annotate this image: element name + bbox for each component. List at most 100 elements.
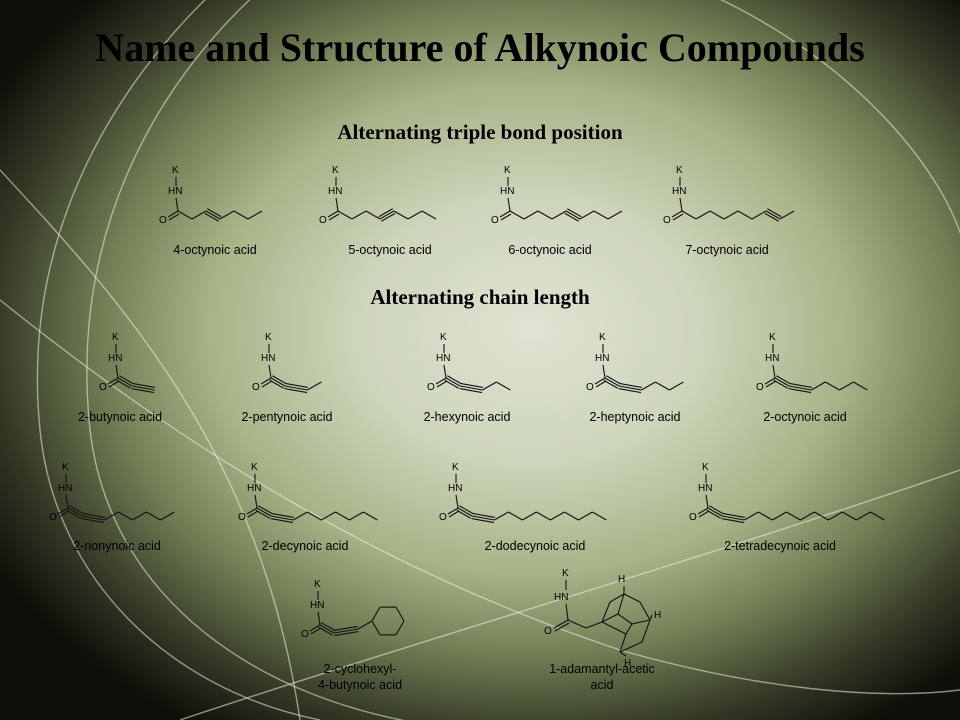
bond <box>564 511 579 521</box>
bond <box>593 210 609 220</box>
atom-k: K <box>599 332 606 343</box>
bond <box>774 377 790 387</box>
bond <box>779 210 795 220</box>
bond <box>800 511 815 521</box>
bond <box>191 210 207 220</box>
bond <box>270 515 294 521</box>
compound-label: 2-hexynoic acid <box>423 410 511 424</box>
atom-o: O <box>491 215 499 226</box>
bond <box>219 210 235 220</box>
bond <box>825 381 840 391</box>
bond <box>436 380 448 388</box>
bond <box>619 633 627 653</box>
bond <box>247 210 263 220</box>
bond <box>788 385 812 391</box>
bond <box>641 381 656 391</box>
bond <box>706 509 721 519</box>
bond <box>334 631 359 637</box>
atom-k: K <box>251 462 258 473</box>
bond <box>337 210 353 220</box>
bond <box>472 512 495 518</box>
bond <box>284 388 308 394</box>
bond <box>623 593 641 603</box>
bond <box>705 494 709 509</box>
bond <box>772 364 776 379</box>
bond <box>258 505 273 515</box>
bond <box>737 210 753 220</box>
bond <box>445 377 461 387</box>
atom-o: O <box>49 512 57 523</box>
bond <box>509 210 525 220</box>
bond <box>601 601 611 623</box>
bond <box>671 210 683 218</box>
bond <box>698 510 710 518</box>
bond <box>551 210 567 220</box>
bond <box>321 622 336 632</box>
bond <box>619 641 643 653</box>
bond <box>318 626 333 636</box>
atom-k: K <box>332 165 339 176</box>
bond <box>565 210 581 220</box>
bond <box>270 377 286 387</box>
atom-o: O <box>586 382 594 393</box>
bond <box>381 212 396 222</box>
bond <box>272 375 287 385</box>
bond <box>618 388 642 394</box>
bond <box>744 511 759 521</box>
bond <box>601 613 619 623</box>
bond <box>317 611 321 626</box>
bond <box>500 213 512 221</box>
bond <box>554 622 570 632</box>
bond <box>321 511 336 521</box>
atom-h: H <box>654 610 661 621</box>
bond <box>639 601 651 621</box>
compound-label: 2-butynoic acid <box>77 410 163 424</box>
bond <box>132 511 147 521</box>
bond <box>814 511 829 521</box>
bond <box>69 505 84 515</box>
bond <box>471 515 495 521</box>
atom-o: O <box>689 512 697 523</box>
bond <box>395 620 405 636</box>
bond <box>284 385 308 391</box>
bond <box>255 509 270 519</box>
bond <box>57 507 69 515</box>
bond <box>351 210 367 220</box>
bond <box>764 377 776 385</box>
atom-hn: HN <box>58 483 72 494</box>
bond <box>108 380 120 388</box>
bond <box>207 208 222 218</box>
bond <box>839 381 854 391</box>
bond <box>256 507 272 517</box>
bond <box>595 380 607 388</box>
bond <box>772 511 787 521</box>
bond <box>609 593 625 603</box>
bond <box>567 619 587 629</box>
bond <box>553 619 569 629</box>
compound-label: 6-octynoic acid <box>508 243 592 257</box>
bond <box>117 377 133 387</box>
bond <box>285 382 308 388</box>
atom-hn: HN <box>328 186 342 197</box>
atom-hn: HN <box>554 592 568 603</box>
bond <box>168 213 180 221</box>
compound-label: 2-heptynoic acid <box>589 410 681 424</box>
bond <box>131 388 155 394</box>
bond <box>327 210 339 218</box>
bond <box>349 511 364 521</box>
bond <box>363 511 378 521</box>
bond <box>365 210 381 220</box>
atom-hn: HN <box>261 353 275 364</box>
bond <box>764 212 779 222</box>
bond <box>773 379 788 389</box>
atom-o: O <box>756 382 764 393</box>
bond <box>443 364 447 379</box>
bond <box>789 382 812 388</box>
bond <box>853 381 868 391</box>
